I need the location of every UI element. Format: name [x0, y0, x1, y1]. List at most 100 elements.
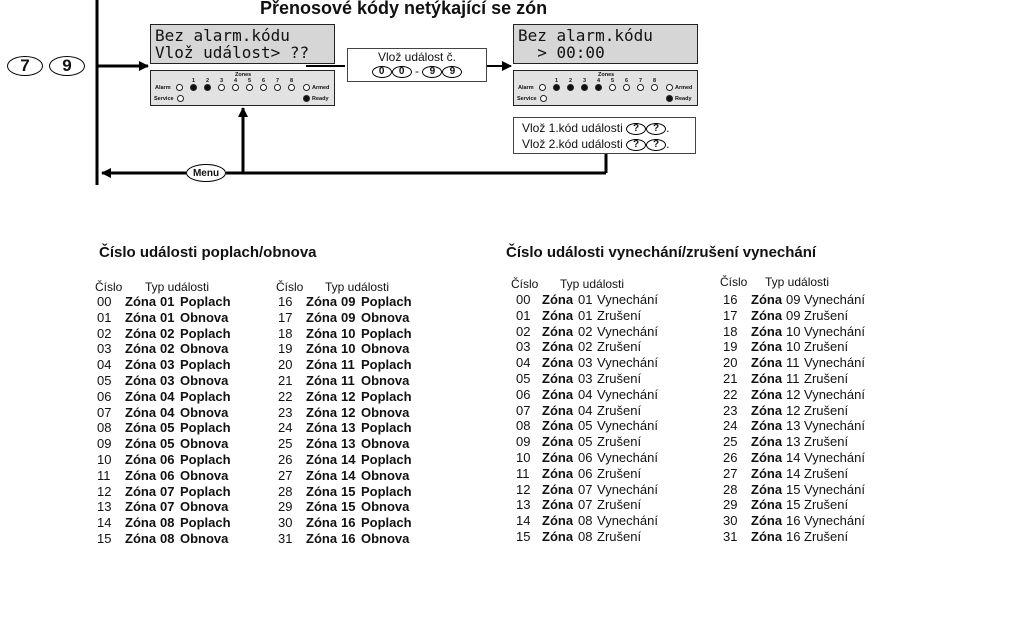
- event-type: Zrušení: [597, 339, 642, 355]
- flow-diagram: [95, 0, 608, 185]
- lcd-line-1: Bez alarm.kódu: [518, 26, 653, 45]
- event-number: 03: [516, 339, 531, 355]
- event-number: 10: [516, 450, 531, 465]
- event-type: Vynechání: [597, 418, 658, 434]
- event-type: Poplach: [180, 294, 231, 309]
- zone-number: 06: [160, 467, 175, 483]
- zone-number: 14: [786, 450, 801, 465]
- zone-word: Zóna: [751, 339, 783, 355]
- event-type: Zrušení: [597, 307, 642, 323]
- event-type: Obnova: [180, 531, 229, 546]
- event-type: Poplach: [361, 357, 412, 373]
- event-number: 08: [97, 420, 112, 436]
- zone-number: 15: [786, 481, 801, 497]
- key-7-button[interactable]: 7: [7, 56, 43, 76]
- zone-word: Zóna: [751, 418, 783, 434]
- event-number: 24: [723, 418, 738, 434]
- zone-word: Zóna: [125, 325, 157, 341]
- enter-code-box: Vlož 1.kód události ??. Vlož 2.kód událo…: [513, 117, 696, 154]
- event-number: 06: [516, 386, 531, 402]
- section-heading-bypass: Číslo události vynechání/zrušení vynechá…: [506, 244, 817, 261]
- event-number: 09: [516, 434, 531, 450]
- dot: .: [666, 121, 670, 135]
- event-type: Vynechání: [804, 450, 865, 465]
- lcd-line-2: Vlož událost> ??: [155, 43, 310, 62]
- event-type: Obnova: [361, 531, 410, 546]
- dot: .: [666, 137, 670, 151]
- event-number: 26: [278, 452, 293, 467]
- event-number: 25: [723, 434, 738, 450]
- event-type: Obnova: [361, 436, 410, 452]
- zone-word: Zóna: [542, 418, 574, 434]
- zone-number: 14: [786, 465, 801, 481]
- ready-label: Ready: [675, 96, 692, 102]
- zone-number: 09: [786, 307, 801, 323]
- zone-num: 3: [583, 78, 587, 84]
- zone-num: 1: [555, 78, 559, 84]
- alarm-led: [539, 84, 546, 91]
- event-type: Poplach: [180, 420, 231, 436]
- event-number: 30: [278, 515, 293, 531]
- event-type: Vynechání: [804, 481, 865, 497]
- event-type: Vynechání: [804, 323, 865, 339]
- event-type: Vynechání: [597, 323, 658, 339]
- zone-num: 7: [639, 78, 643, 84]
- event-number: 17: [723, 307, 738, 323]
- zone-number: 08: [578, 513, 593, 529]
- zone-number: 07: [578, 481, 593, 497]
- ready-label: Ready: [312, 96, 329, 102]
- event-number: 08: [516, 418, 531, 434]
- zone-word: Zóna: [751, 529, 783, 544]
- zone-number: 16: [786, 529, 801, 544]
- zone-num: 8: [290, 78, 294, 84]
- event-type: Obnova: [180, 499, 229, 515]
- event-type: Obnova: [361, 499, 410, 515]
- zone-number: 02: [578, 339, 593, 355]
- zone-word: Zóna: [542, 386, 574, 402]
- zone-word: Zóna: [542, 307, 574, 323]
- event-number: 29: [723, 497, 738, 513]
- event-number: 11: [97, 467, 111, 483]
- zone-number: 16: [786, 513, 801, 529]
- col-type-header: Typ události: [560, 277, 625, 291]
- zone-word: Zóna: [306, 404, 338, 420]
- zone-word: Zóna: [306, 436, 338, 452]
- digit-9-key: 9: [442, 65, 463, 78]
- key-9-button[interactable]: 9: [49, 56, 85, 76]
- zone-number: 01: [578, 307, 593, 323]
- event-type: Poplach: [180, 357, 231, 373]
- zone-number: 12: [341, 404, 356, 420]
- event-type: Obnova: [180, 373, 229, 388]
- digit-0-key: 0: [391, 65, 412, 78]
- zone-word: Zóna: [306, 373, 338, 388]
- zone-word: Zóna: [306, 499, 338, 515]
- event-number: 14: [97, 515, 112, 531]
- zone-word: Zóna: [125, 467, 157, 483]
- zone-word: Zóna: [306, 515, 338, 531]
- event-type: Vynechání: [804, 513, 865, 529]
- event-number: 12: [516, 481, 531, 497]
- zone-number: 13: [341, 436, 356, 452]
- zone-number: 04: [160, 404, 175, 420]
- event-type: Vynechání: [597, 450, 658, 465]
- zone-number: 06: [160, 452, 175, 467]
- alarm-label: Alarm: [518, 85, 534, 91]
- event-number: 23: [723, 402, 738, 418]
- zone-number: 12: [786, 402, 801, 418]
- zone-num: 4: [234, 78, 238, 84]
- event-type: Poplach: [361, 420, 412, 436]
- zone-word: Zóna: [751, 386, 783, 402]
- zone-word: Zóna: [542, 355, 574, 371]
- zone-led: [190, 84, 197, 91]
- event-number: 28: [723, 481, 738, 497]
- event-type: Vynechání: [804, 418, 865, 434]
- zone-number: 02: [160, 341, 175, 357]
- event-number: 04: [516, 355, 531, 371]
- zone-number: 07: [160, 483, 175, 499]
- menu-button[interactable]: Menu: [186, 164, 226, 182]
- event-type: Zrušení: [804, 339, 849, 355]
- event-number: 22: [723, 386, 738, 402]
- zone-word: Zóna: [751, 434, 783, 450]
- zone-number: 09: [786, 292, 801, 307]
